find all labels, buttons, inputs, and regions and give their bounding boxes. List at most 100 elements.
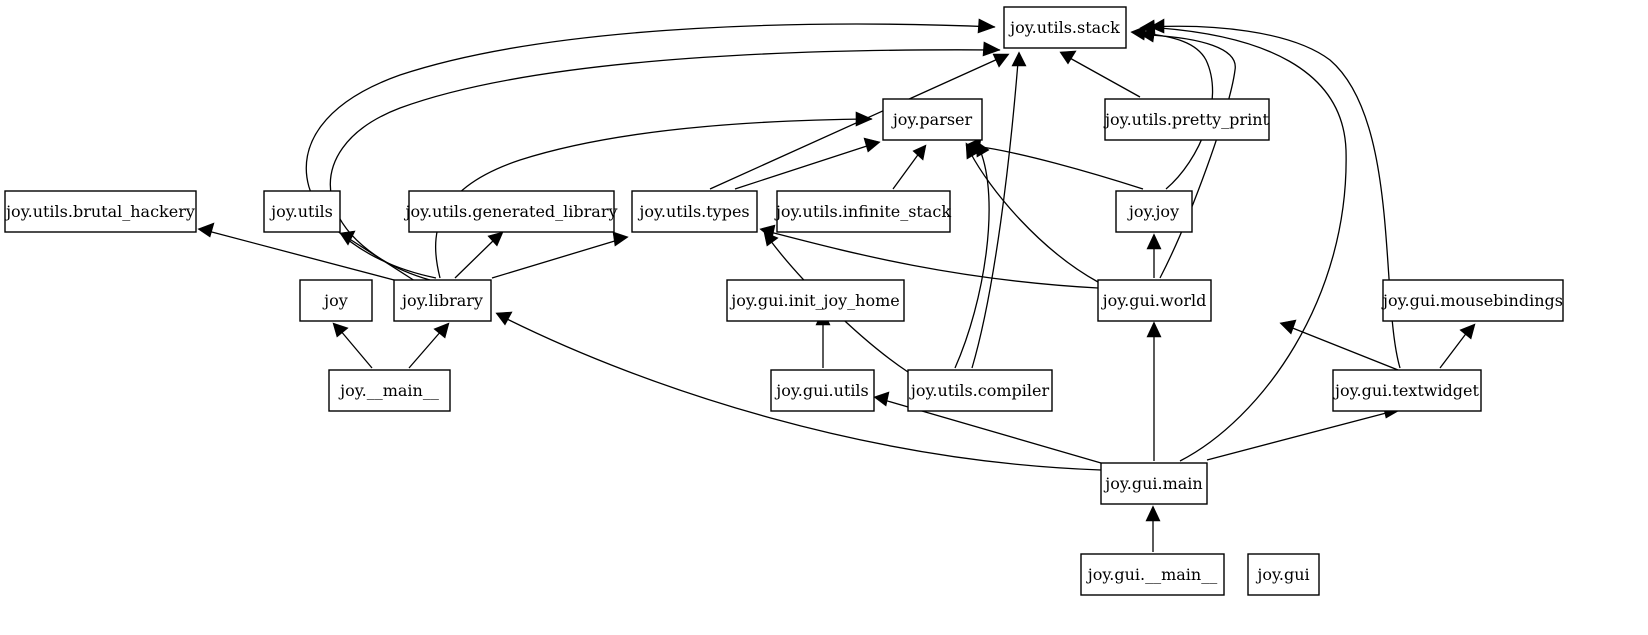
node-joy-gui-mousebindings[interactable]: joy.gui.mousebindings (1381, 279, 1564, 322)
node-box[interactable] (408, 190, 615, 233)
node-box[interactable] (263, 190, 341, 233)
node-joy-utils-infinite-stack[interactable]: joy.utils.infinite_stack (774, 190, 951, 233)
node-joy-gui-utils[interactable]: joy.gui.utils (770, 369, 875, 412)
edge-joy-gui-world-to-joy-parser (969, 151, 1099, 283)
node-joy-utils-pretty-print[interactable]: joy.utils.pretty_print (1103, 98, 1270, 141)
node-box[interactable] (4, 190, 197, 233)
node-joy-utils[interactable]: joy.utils (263, 190, 341, 233)
node-label: joy.utils.brutal_hackery (4, 202, 195, 221)
edge-joy-gui-main-to-joy-gui-textwidget (1206, 411, 1391, 461)
node-label: joy (322, 291, 348, 310)
node-label: joy.gui.main (1103, 474, 1202, 493)
edge-layer (197, 18, 1476, 552)
arrowhead-icon (1011, 51, 1027, 67)
arrowhead-icon (1059, 50, 1077, 65)
node-box[interactable] (1100, 462, 1208, 505)
node-label: joy.gui.init_joy_home (729, 291, 900, 310)
node-joy-utils-stack[interactable]: joy.utils.stack (1003, 6, 1127, 49)
node-box[interactable] (1382, 279, 1564, 322)
node-joy-utils-compiler[interactable]: joy.utils.compiler (907, 369, 1053, 412)
node-box[interactable] (299, 279, 373, 322)
node-box[interactable] (770, 369, 875, 412)
node-label: joy.utils.stack (1008, 18, 1120, 37)
node-box[interactable] (1332, 369, 1482, 412)
node-box[interactable] (1080, 553, 1225, 596)
edge-joy-utils-types-to-joy-parser (734, 144, 871, 190)
node-label: joy.gui (1255, 565, 1309, 584)
node-box[interactable] (882, 98, 983, 141)
node-label: joy.joy (1127, 202, 1179, 221)
edge-joy-utils-pretty-print-to-joy-utils-stack (1067, 56, 1141, 98)
node-box[interactable] (631, 190, 758, 233)
arrowhead-icon (759, 224, 776, 240)
arrowhead-icon (1279, 319, 1297, 335)
node-joy-utils-types[interactable]: joy.utils.types (631, 190, 758, 233)
arrowhead-icon (612, 231, 629, 247)
arrowhead-icon (965, 142, 980, 160)
node-box[interactable] (726, 279, 905, 322)
edge-joy-joy-to-joy-utils-stack (1139, 32, 1214, 190)
node-label: joy.gui.mousebindings (1381, 291, 1563, 310)
edge-joy-gui-main-to-joy-utils-stack (1159, 27, 1347, 462)
node-label: joy.gui.utils (774, 381, 869, 400)
edge-joy-library-to-joy-utils-brutal-hackery (207, 230, 414, 286)
node-label: joy.utils.compiler (909, 381, 1050, 400)
node-label: joy.gui.textwidget (1333, 381, 1479, 400)
edge-joy-utils-types-to-joy-utils-stack (709, 57, 1001, 190)
node-box[interactable] (1097, 279, 1212, 322)
edge-joy-library-to-joy-utils-generated-library (454, 237, 497, 279)
node-layer: joy.utils.stack joy.parser joy.utils.prett… (4, 6, 1564, 596)
arrowhead-icon (977, 18, 996, 34)
arrowhead-icon (339, 230, 356, 246)
arrowhead-icon (1145, 505, 1161, 522)
node-box[interactable] (776, 190, 951, 233)
node-box[interactable] (1115, 190, 1193, 233)
node-box[interactable] (1104, 98, 1270, 141)
edge-joy-main-to-joy-library (408, 329, 443, 369)
arrowhead-icon (982, 41, 1001, 57)
edge-joy-gui-textwidget-to-joy-gui-world (1289, 326, 1399, 371)
node-label: joy.utils.pretty_print (1103, 110, 1269, 129)
node-label: joy.gui.world (1101, 291, 1207, 310)
edge-joy-gui-main-to-joy-library (504, 317, 1102, 471)
arrowhead-icon (433, 322, 450, 339)
node-label: joy.library (400, 291, 483, 310)
node-joy-gui[interactable]: joy.gui (1247, 553, 1320, 596)
node-box[interactable] (393, 279, 492, 322)
edge-joy-gui-world-to-joy-utils-types (769, 231, 1099, 289)
node-joy-gui-world[interactable]: joy.gui.world (1097, 279, 1212, 322)
node-label: joy.gui.__main__ (1086, 565, 1217, 584)
arrowhead-icon (1146, 321, 1162, 338)
node-box[interactable] (328, 369, 451, 412)
node-joy-gui-main[interactable]: joy.gui.main (1100, 462, 1208, 505)
arrowhead-icon (332, 322, 349, 338)
edge-joy-library-to-joy-utils (347, 237, 416, 282)
arrowhead-icon (197, 222, 215, 238)
node-joy---main--[interactable]: joy.__main__ (328, 369, 451, 412)
edge-joy-library-to-joy-utils-stack (305, 23, 996, 279)
node-label: joy.utils.types (637, 202, 749, 221)
node-joy-utils-brutal-hackery[interactable]: joy.utils.brutal_hackery (4, 190, 197, 233)
node-joy-gui-init-joy-home[interactable]: joy.gui.init_joy_home (726, 279, 905, 322)
node-joy-gui-textwidget[interactable]: joy.gui.textwidget (1332, 369, 1482, 412)
edge-joy-joy-to-joy-parser (974, 145, 1144, 190)
node-joy-utils-generated-library[interactable]: joy.utils.generated_library (403, 190, 618, 233)
node-box[interactable] (1247, 553, 1320, 596)
arrowhead-icon (1146, 233, 1162, 250)
node-joy-gui---main--[interactable]: joy.gui.__main__ (1080, 553, 1225, 596)
edge-joy-utils-compiler-to-joy-utils-stack (971, 61, 1019, 369)
node-label: joy.utils (269, 202, 333, 221)
node-box[interactable] (907, 369, 1053, 412)
arrowhead-icon (975, 140, 990, 158)
edge-joy-utils-infinite-stack-to-joy-parser (892, 151, 921, 190)
node-joy-parser[interactable]: joy.parser (882, 98, 983, 141)
node-box[interactable] (1003, 6, 1127, 49)
node-joy-joy[interactable]: joy.joy (1115, 190, 1193, 233)
edge-joy-library-to-joy-utils-types (491, 239, 619, 279)
edge-joy-main-to-joy (339, 329, 373, 369)
node-joy-library[interactable]: joy.library (393, 279, 492, 322)
arrowhead-icon (495, 311, 513, 326)
node-joy[interactable]: joy (299, 279, 373, 322)
arrowhead-icon (992, 53, 1010, 68)
